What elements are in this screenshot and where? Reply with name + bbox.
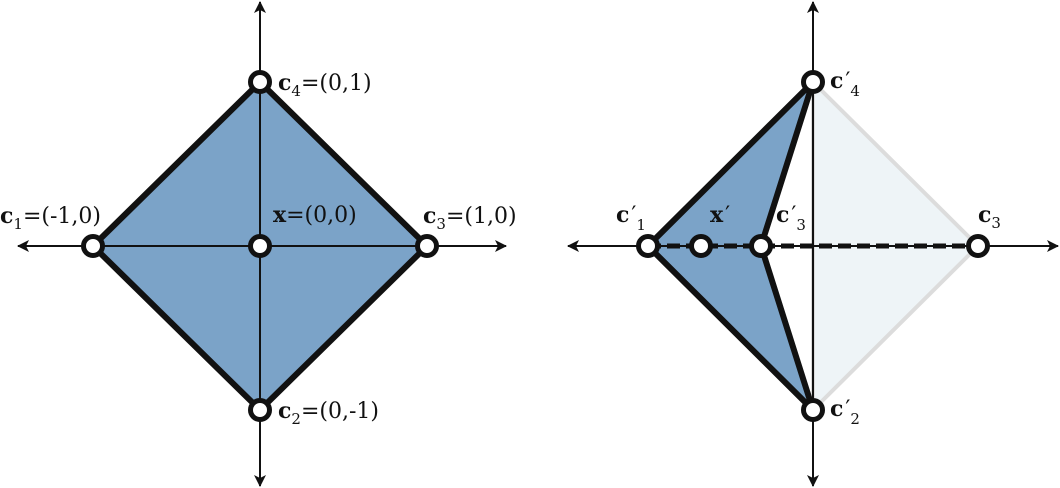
label-c3: c3 [978,202,1001,232]
label-x-prime: x′ [710,202,730,228]
label-c3: c3=(1,0) [423,203,517,233]
point-c3 [415,234,439,258]
point-c1 [81,234,105,258]
point-x-prime [689,234,713,258]
label-c4-prime: c′4 [830,68,860,100]
label-x: x=(0,0) [273,202,357,228]
left-panel: c4=(0,1) c1=(-1,0) x=(0,0) c3=(1,0) c2=(… [0,1,517,487]
point-c4-prime [801,70,825,94]
point-c4 [248,70,272,94]
right-panel: c′4 c′1 x′ c′3 c3 c′2 [567,1,1059,487]
point-c2 [248,398,272,422]
label-c1: c1=(-1,0) [0,203,101,233]
point-c3-prime [749,234,773,258]
label-c4: c4=(0,1) [278,70,372,100]
label-c2: c2=(0,-1) [278,398,379,428]
point-c2-prime [801,398,825,422]
point-x [248,234,272,258]
point-c1-prime [636,234,660,258]
label-c1-prime: c′1 [616,202,646,234]
point-c3 [966,234,990,258]
label-c2-prime: c′2 [830,396,860,428]
label-c3-prime: c′3 [776,202,806,234]
